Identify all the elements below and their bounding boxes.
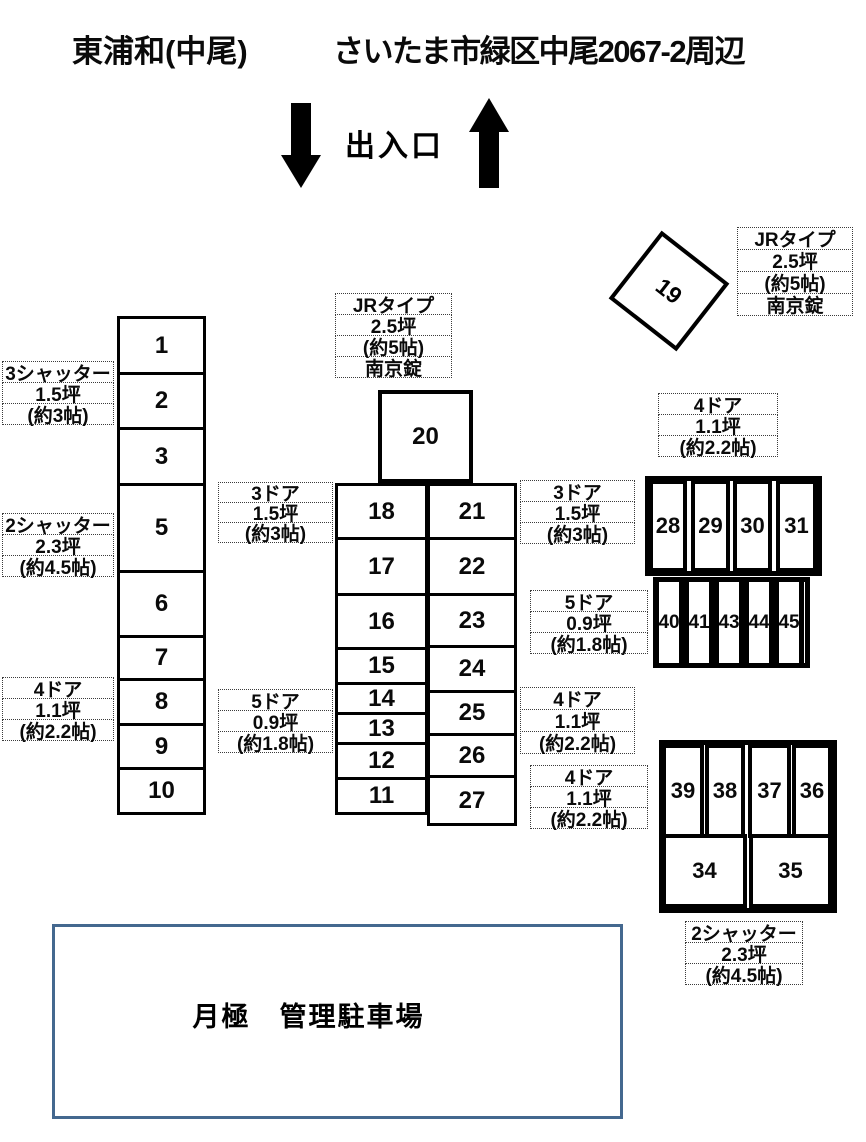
unit-box-31: 31 <box>776 480 817 572</box>
unit-box-28: 28 <box>649 480 687 572</box>
jr_right-label-line: 2.5坪 <box>737 249 853 273</box>
unit-box-15: 15 <box>335 647 428 685</box>
unit-box-40: 40 <box>654 577 684 668</box>
entrance-down-arrow-icon <box>281 103 321 188</box>
jr_mid-label-line: (約5帖) <box>335 335 452 359</box>
jr_right-label-line: 南京錠 <box>737 293 853 317</box>
unit-box-1: 1 <box>117 316 206 375</box>
jr_right-label-line: JRタイプ <box>737 227 853 251</box>
door5_midleft-label-line: 0.9坪 <box>218 710 333 734</box>
unit-box-13: 13 <box>335 712 428 745</box>
unit-box-24: 24 <box>427 645 517 693</box>
shutter3_left-label-line: (約3帖) <box>2 403 114 427</box>
unit-box-14: 14 <box>335 682 428 715</box>
unit-box-22: 22 <box>427 537 517 596</box>
unit-number-19: 19 <box>651 272 688 309</box>
shutter2_left-label-line: (約4.5帖) <box>2 555 114 579</box>
unit-box-36: 36 <box>792 744 832 838</box>
door3_midleft-label-line: 1.5坪 <box>218 502 333 525</box>
unit-box-25: 25 <box>427 690 517 736</box>
entrance-up-arrow-icon <box>469 98 509 188</box>
door4_right_b-label-line: 1.1坪 <box>530 786 648 810</box>
shutter2_bottom-label-line: 2.3坪 <box>685 942 803 966</box>
door5_right-label-line: (約1.8帖) <box>530 632 648 656</box>
door4_right_a-label-line: 4ドア <box>520 687 635 711</box>
door4_right_a-label-line: (約2.2帖) <box>520 731 635 755</box>
unit-box-20: 20 <box>378 390 473 483</box>
unit-box-17: 17 <box>335 537 428 596</box>
page-title-address: さいたま市緑区中尾2067-2周辺 <box>333 34 746 69</box>
unit-box-41: 41 <box>684 577 714 668</box>
unit-box-19: 19 <box>608 230 730 352</box>
unit-box-3: 3 <box>117 427 206 486</box>
jr_right-label-line: (約5帖) <box>737 271 853 295</box>
unit-box-29: 29 <box>691 480 730 572</box>
door3_right-label-line: (約3帖) <box>520 522 635 546</box>
unit-box-12: 12 <box>335 742 428 780</box>
unit-box-23: 23 <box>427 593 517 648</box>
unit-box-21: 21 <box>427 483 517 540</box>
unit-box-16: 16 <box>335 593 428 650</box>
unit-box-37: 37 <box>748 744 791 838</box>
unit-box-38: 38 <box>705 744 745 838</box>
door3_right-label-line: 3ドア <box>520 480 635 504</box>
shutter3_left-label-line: 3シャッター <box>2 361 114 385</box>
unit-box-9: 9 <box>117 723 206 770</box>
door4_right_b-label-line: (約2.2帖) <box>530 807 648 831</box>
unit-box-11: 11 <box>335 777 428 815</box>
door4_left-label-line: (約2.2帖) <box>2 719 114 743</box>
unit-box-18: 18 <box>335 483 428 540</box>
unit-box-2: 2 <box>117 372 206 430</box>
unit-number-20: 20 <box>412 422 439 450</box>
unit-box-34: 34 <box>662 834 747 908</box>
unit-box-10: 10 <box>117 767 206 815</box>
door4_right_a-label-line: 1.1坪 <box>520 709 635 733</box>
door5_midleft-label-line: 5ドア <box>218 689 333 713</box>
unit-box-26: 26 <box>427 733 517 778</box>
unit-box-7: 7 <box>117 635 206 681</box>
unit-box-43: 43 <box>714 577 744 668</box>
entrance-label: 出入口 <box>345 130 444 163</box>
jr_mid-label-line: 南京錠 <box>335 356 452 380</box>
unit-box-30: 30 <box>733 480 772 572</box>
unit-box-39: 39 <box>662 744 704 838</box>
shutter2_bottom-label-line: 2シャッター <box>685 921 803 945</box>
page-title-location: 東浦和(中尾) <box>72 34 248 69</box>
door5_midleft-label-line: (約1.8帖) <box>218 731 333 755</box>
shutter2_left-label-line: 2シャッター <box>2 513 114 537</box>
parking-lot-label: 月極 管理駐車場 <box>192 1002 425 1032</box>
unit-box-5: 5 <box>117 483 206 573</box>
unit-box-6: 6 <box>117 570 206 638</box>
door4_topright-label-line: (約2.2帖) <box>658 435 778 459</box>
door4_right_b-label-line: 4ドア <box>530 765 648 789</box>
unit-box-44: 44 <box>744 577 774 668</box>
unit-box-27: 27 <box>427 775 517 826</box>
unit-box-35: 35 <box>749 834 832 908</box>
door4_topright-label-line: 4ドア <box>658 393 778 417</box>
parking-lot-box: 月極 管理駐車場 <box>52 924 623 1119</box>
door3_midleft-label-line: (約3帖) <box>218 522 333 545</box>
shutter2_bottom-label-line: (約4.5帖) <box>685 963 803 987</box>
unit-box-8: 8 <box>117 678 206 726</box>
unit-box-45: 45 <box>774 577 804 668</box>
door4_left-label-line: 4ドア <box>2 677 114 701</box>
